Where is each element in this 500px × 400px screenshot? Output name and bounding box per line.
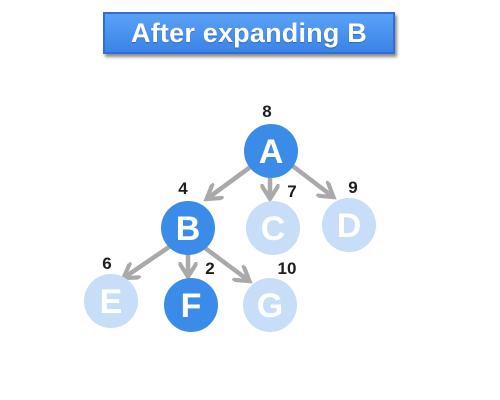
edge-a-b: [208, 165, 252, 198]
edge-a-d: [291, 164, 332, 196]
node-f-value: 2: [205, 259, 214, 278]
node-b-label: B: [176, 210, 201, 248]
edge-b-g: [202, 245, 248, 280]
node-b: B4: [161, 179, 215, 255]
node-e-circle: [84, 274, 138, 328]
node-g-circle: [243, 278, 297, 332]
node-d: D9: [322, 178, 376, 252]
diagram-title: After expanding B: [131, 17, 367, 48]
node-b-circle: [161, 201, 215, 255]
node-c: C7: [246, 182, 300, 255]
node-d-circle: [322, 198, 376, 252]
node-f-label: F: [181, 287, 202, 325]
node-f: F2: [164, 259, 218, 332]
node-a: A8: [244, 102, 298, 178]
node-f-circle: [164, 278, 218, 332]
node-e: E6: [84, 254, 138, 328]
node-e-value: 6: [102, 254, 111, 273]
node-e-label: E: [100, 283, 123, 321]
edge-b-e: [125, 244, 172, 277]
node-a-circle: [244, 124, 298, 178]
node-g: G 10: [243, 259, 297, 332]
node-a-value: 8: [262, 102, 271, 121]
node-b-value: 4: [178, 179, 188, 198]
node-c-value: 7: [287, 182, 296, 201]
edges-layer: [125, 164, 332, 280]
node-d-value: 9: [348, 178, 357, 197]
node-c-circle: [246, 201, 300, 255]
node-g-label: G: [257, 287, 283, 325]
node-g-value: 10: [278, 259, 297, 278]
node-a-label: A: [259, 133, 284, 171]
node-d-label: D: [337, 207, 362, 245]
node-c-label: C: [261, 210, 286, 248]
title-banner: After expanding B: [103, 12, 395, 54]
